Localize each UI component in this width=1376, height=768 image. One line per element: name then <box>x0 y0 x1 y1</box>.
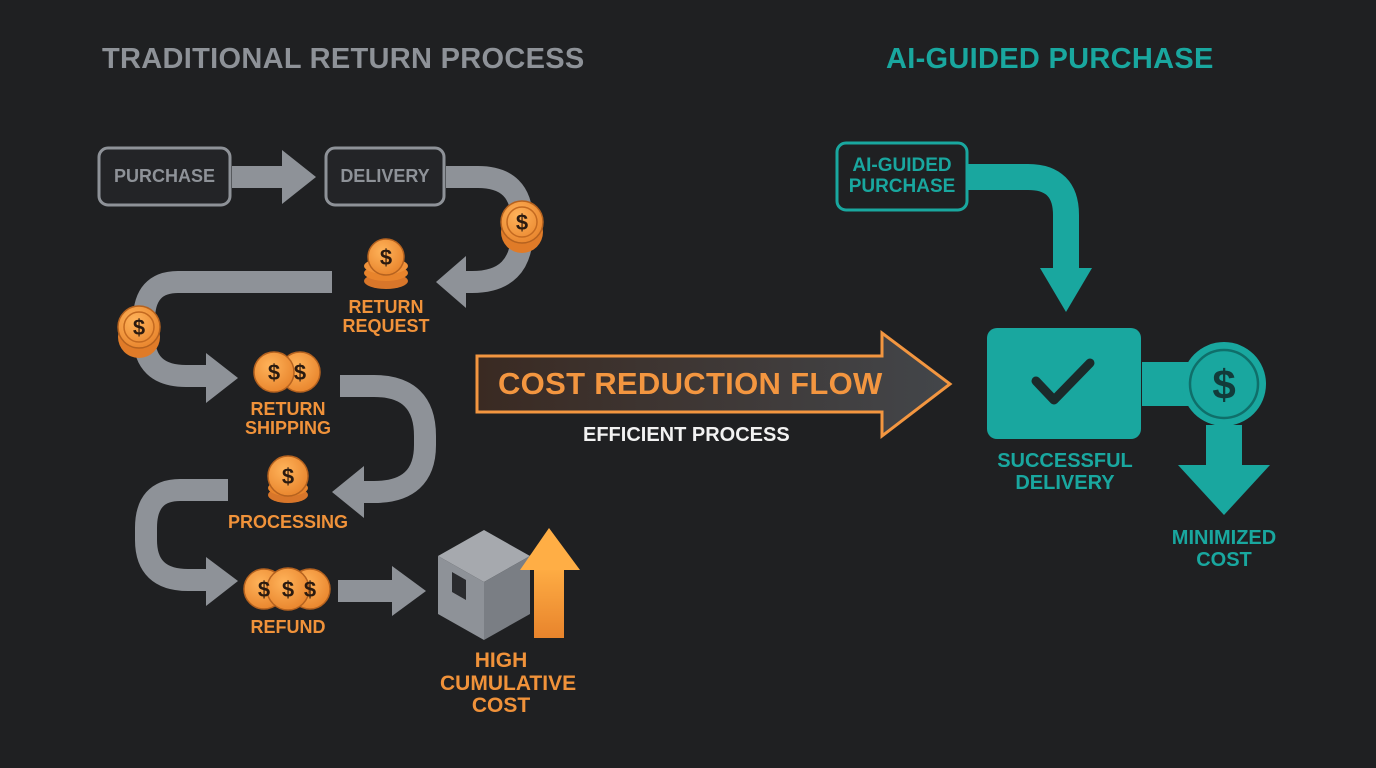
svg-text:$: $ <box>1212 361 1235 408</box>
arrowhead-to-processing <box>332 466 364 518</box>
coin-pair-icon <box>253 351 321 393</box>
return-shipping-label: RETURN SHIPPING <box>244 399 332 439</box>
svg-text:$: $ <box>258 577 270 602</box>
svg-text:$: $ <box>516 210 528 235</box>
refund-label: REFUND <box>250 617 326 637</box>
svg-text:$: $ <box>133 315 145 340</box>
svg-text:$: $ <box>282 464 294 489</box>
return-request-label: RETURN REQUEST <box>342 297 430 337</box>
down-arrow-icon <box>1178 465 1270 515</box>
delivery-label: DELIVERY <box>340 166 430 186</box>
coin-stack-icon <box>267 455 309 503</box>
successful-delivery-label: SUCCESSFUL DELIVERY <box>997 450 1133 494</box>
arrowhead-to-return-shipping <box>206 353 238 403</box>
arrow-shaft-purchase-delivery <box>232 166 284 188</box>
processing-label: PROCESSING <box>227 512 349 532</box>
dollar-coin-icon <box>117 305 161 358</box>
connector-ai-to-delivery <box>968 164 1079 268</box>
svg-text:$: $ <box>380 245 392 270</box>
cost-reduction-arrow <box>475 330 953 440</box>
arrowhead-purchase-delivery <box>282 150 316 204</box>
title-ai-guided: AI-GUIDED PURCHASE <box>886 43 1214 75</box>
coin-trio-icon <box>243 567 331 611</box>
checkmark-icon <box>1031 358 1095 405</box>
svg-text:$: $ <box>304 577 316 602</box>
arrowhead-to-refund <box>206 557 238 606</box>
title-traditional: TRADITIONAL RETURN PROCESS <box>102 43 585 75</box>
ai-purchase-box <box>835 141 969 212</box>
purchase-box <box>97 146 232 207</box>
coin-stack-icon <box>364 238 408 289</box>
dollar-coin-icon <box>500 200 544 253</box>
purchase-label: PURCHASE <box>113 166 215 186</box>
arrowhead-to-successful-delivery <box>1040 268 1092 312</box>
box-icon <box>438 530 530 640</box>
svg-text:$: $ <box>294 360 306 385</box>
connector-shipping-to-processing <box>340 375 436 503</box>
svg-text:$: $ <box>268 360 280 385</box>
dollar-coin-icon: $ <box>1182 342 1266 426</box>
minimized-cost-label: MINIMIZED COST <box>1171 527 1277 571</box>
arrowhead-to-box <box>392 566 426 616</box>
cost-reduction-label: COST REDUCTION FLOW <box>498 366 883 401</box>
efficient-process-label: EFFICIENT PROCESS <box>583 424 790 446</box>
ai-purchase-label: AI-GUIDED PURCHASE <box>848 154 956 197</box>
traditional-arrowheads <box>206 150 466 616</box>
arrowhead-to-return-request <box>436 256 466 308</box>
connector-processing-to-refund <box>135 479 228 591</box>
dollar-signs: $ $ $ $ $ $ $ $ $ <box>133 210 528 602</box>
up-arrow-icon <box>520 528 580 638</box>
high-cost-label: HIGH CUMULATIVE COST <box>440 649 577 718</box>
svg-text:$: $ <box>282 577 294 602</box>
delivery-box <box>324 146 446 207</box>
down-arrow-shaft <box>1206 425 1242 465</box>
